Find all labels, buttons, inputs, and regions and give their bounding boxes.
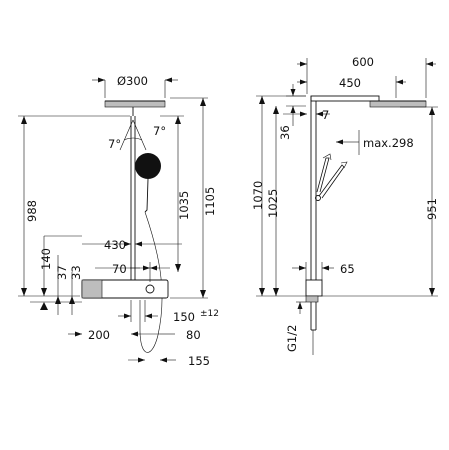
dim-height-951: 951 <box>322 106 439 297</box>
dim-tilt-angles: 7° 7° <box>108 119 166 151</box>
dim-width-80: 80 <box>160 328 201 342</box>
label-height-140: 140 <box>39 248 53 270</box>
dim-height-1035: 1035 <box>160 115 191 272</box>
dim-height-988: 988 <box>18 115 130 297</box>
dim-width-430: 430 <box>82 238 182 252</box>
label-width-80: 80 <box>186 328 201 342</box>
dim-height-1105: 1105 <box>170 97 217 299</box>
label-width-150: 150 <box>173 310 195 324</box>
dim-height-1070: 1070 <box>251 95 306 297</box>
label-height-951: 951 <box>425 198 439 220</box>
label-head-diameter: Ø300 <box>117 74 148 88</box>
label-reach-450: 450 <box>339 76 361 90</box>
label-offset-7: 7 <box>322 108 329 122</box>
side-view: 600 450 7 36 max.298 <box>251 55 439 355</box>
label-offset-36: 36 <box>278 125 292 140</box>
dim-reach-600: 600 <box>297 55 436 98</box>
dim-small-heights: 140 37 33 <box>30 235 83 315</box>
dim-width-70: 70 <box>95 262 170 282</box>
dim-hand-shower-max: max.298 <box>336 130 414 155</box>
label-height-1105: 1105 <box>203 187 217 216</box>
overhead-shower-front <box>104 100 166 116</box>
label-hand-shower-max: max.298 <box>363 136 414 150</box>
dim-thread: G1/2 <box>285 301 306 352</box>
hand-shower-front <box>135 153 161 213</box>
hand-shower-side <box>315 153 348 201</box>
label-thread: G1/2 <box>285 325 299 352</box>
dim-height-1025: 1025 <box>266 106 280 296</box>
dim-offset-36: 36 <box>278 84 306 140</box>
riser-pipe-side <box>310 96 317 355</box>
label-height-988: 988 <box>25 200 39 222</box>
dim-head-diameter: Ø300 <box>92 74 178 98</box>
label-height-1035: 1035 <box>177 191 191 220</box>
dim-offset-7: 7 <box>283 108 330 122</box>
label-width-200: 200 <box>88 328 110 342</box>
overhead-shower-side <box>310 95 427 108</box>
dim-width-200: 200 <box>68 328 160 342</box>
thermostat-side <box>305 279 323 303</box>
label-depth-65: 65 <box>340 262 355 276</box>
label-height-1070: 1070 <box>251 181 265 210</box>
dim-width-150: 150 ±12 <box>118 300 219 324</box>
label-width-430: 430 <box>104 238 126 252</box>
label-width-70: 70 <box>112 262 127 276</box>
dim-reach-450: 450 <box>297 76 406 98</box>
label-tilt-left: 7° <box>108 137 121 151</box>
label-height-37: 37 <box>55 265 69 280</box>
label-height-1025: 1025 <box>266 189 280 218</box>
label-tilt-right: 7° <box>153 124 166 138</box>
riser-pipe-front <box>130 116 136 297</box>
label-width-155: 155 <box>188 354 210 368</box>
label-tolerance: ±12 <box>200 309 219 319</box>
label-height-33: 33 <box>69 265 83 280</box>
dim-width-155: 155 <box>128 354 210 368</box>
thermostat-front <box>81 279 169 299</box>
front-view: Ø300 7° 7° 988 140 37 <box>18 74 219 368</box>
dim-depth-65: 65 <box>292 262 355 280</box>
label-reach-600: 600 <box>352 55 374 69</box>
